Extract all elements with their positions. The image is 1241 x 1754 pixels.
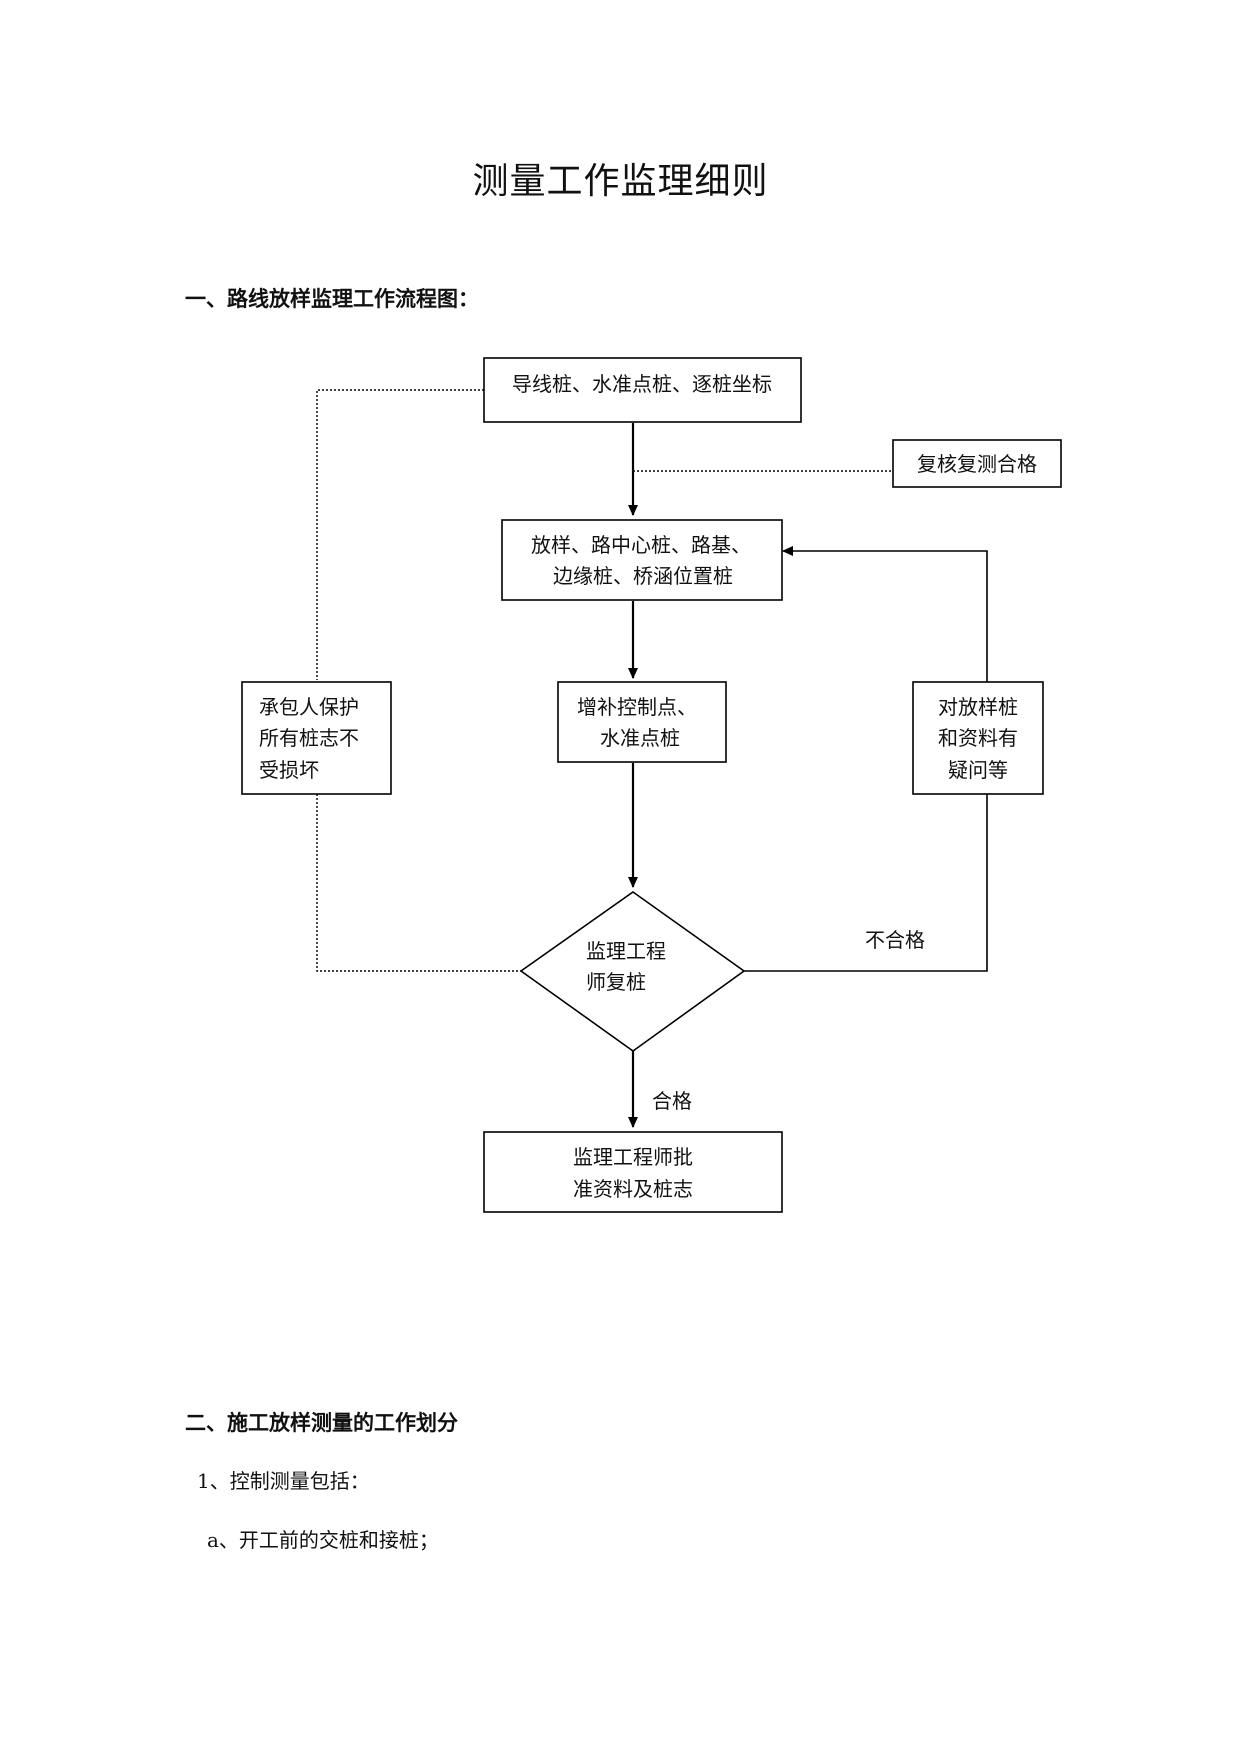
- node-start-label: 导线桩、水准点桩、逐桩坐标: [512, 372, 772, 396]
- node-protect-line-2: 所有桩志不: [259, 726, 359, 750]
- node-review-line-1: 监理工程: [586, 939, 666, 963]
- node-approve-line-2: 准资料及桩志: [573, 1177, 693, 1201]
- edge-label-fail: 不合格: [865, 928, 925, 952]
- node-doubt: 对放样桩 和资料有 疑问等: [912, 681, 1044, 795]
- edge-start-to-protect-dotted: [316, 389, 484, 680]
- edge-label-pass: 合格: [652, 1089, 692, 1113]
- node-doubt-line-1: 对放样桩: [938, 695, 1018, 719]
- node-recheck-label: 复核复测合格: [917, 452, 1037, 476]
- node-doubt-line-2: 和资料有: [938, 726, 1018, 750]
- section-2-item-1: 1、控制测量包括：: [197, 1469, 370, 1493]
- section-1-heading: 一、路线放样监理工作流程图：: [185, 286, 479, 311]
- node-stakeout-line-1: 放样、路中心桩、路基、: [531, 533, 751, 557]
- node-addctrl-line-1: 增补控制点、: [577, 695, 697, 719]
- section-2-heading: 二、施工放样测量的工作划分: [185, 1410, 458, 1435]
- section-2-item-1a: a、开工前的交桩和接桩；: [207, 1528, 439, 1552]
- node-protect-line-3: 受损坏: [259, 758, 319, 782]
- node-stakeout-line-2: 边缘桩、桥涵位置桩: [553, 564, 733, 588]
- edge-doubt-to-stakeout: [782, 546, 988, 682]
- node-doubt-line-3: 疑问等: [948, 758, 1008, 782]
- page-title: 测量工作监理细则: [472, 161, 769, 202]
- node-stakeout: 放样、路中心桩、路基、 边缘桩、桥涵位置桩: [501, 519, 783, 601]
- edge-protect-to-review-dotted: [316, 794, 521, 972]
- node-protect-line-1: 承包人保护: [259, 695, 359, 719]
- node-start: 导线桩、水准点桩、逐桩坐标: [483, 357, 802, 423]
- node-review-line-2: 师复桩: [586, 970, 646, 994]
- node-review: 监理工程 师复桩: [519, 891, 746, 1052]
- node-recheck: 复核复测合格: [892, 439, 1062, 488]
- node-addctrl-line-2: 水准点桩: [600, 726, 680, 750]
- node-addctrl: 增补控制点、 水准点桩: [557, 681, 727, 763]
- node-approve: 监理工程师批 准资料及桩志: [483, 1131, 783, 1213]
- node-protect: 承包人保护 所有桩志不 受损坏: [241, 681, 392, 795]
- edge-review-to-doubt: [744, 794, 988, 972]
- node-approve-line-1: 监理工程师批: [573, 1145, 693, 1169]
